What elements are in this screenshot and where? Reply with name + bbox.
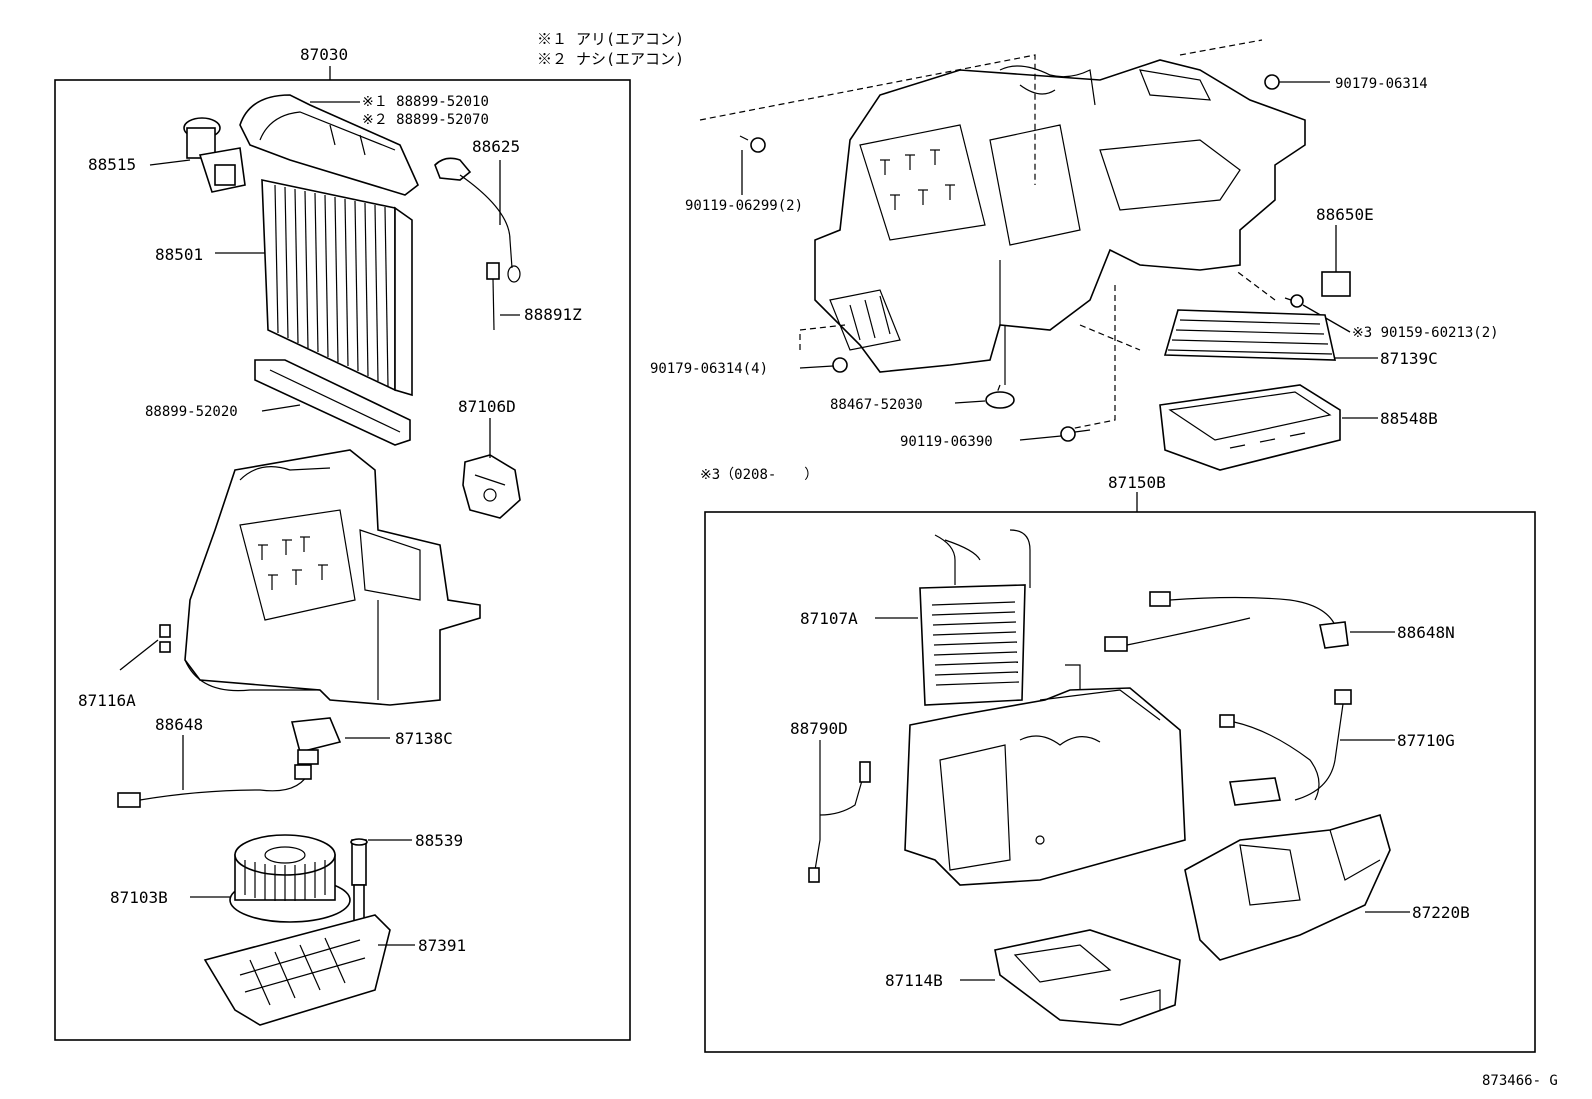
label-90119-06390: 90119-06390 xyxy=(900,434,993,450)
label-88548b: 88548B xyxy=(1380,409,1438,428)
part-88548b-filter-case xyxy=(1159,384,1341,471)
part-88648n-wire xyxy=(1104,591,1349,652)
nut-90179-06314-4 xyxy=(799,357,848,373)
label-87391: 87391 xyxy=(418,936,466,955)
part-87030-unit-case xyxy=(184,449,481,706)
figure-id: 873466- G xyxy=(1482,1073,1558,1089)
label-88899-52070: ※２ 88899-52070 xyxy=(362,112,489,128)
label-88899-52010: ※１ 88899-52010 xyxy=(362,94,489,110)
label-90179-06314: 90179-06314 xyxy=(1335,76,1428,92)
part-87710g-sensor xyxy=(1219,689,1352,806)
label-87150b: 87150B xyxy=(1108,473,1166,492)
guide-dashed-3 xyxy=(799,324,846,350)
note-2: ※２ ナシ(エアコン) xyxy=(537,50,684,68)
label-90159-60213: ※3 90159-60213(2) xyxy=(1352,325,1499,341)
left-assembly-box xyxy=(54,79,631,1041)
part-87116a-clip xyxy=(159,624,171,653)
guide-dashed-1 xyxy=(699,54,1036,185)
label-87139c: 87139C xyxy=(1380,349,1438,368)
label-87116a: 87116A xyxy=(78,691,136,710)
part-88790d-sensor xyxy=(808,740,871,883)
guide-dashed-6 xyxy=(1234,269,1276,301)
label-88515: 88515 xyxy=(88,155,136,174)
part-88648-wire xyxy=(117,764,312,808)
label-88539: 88539 xyxy=(415,831,463,850)
label-87220b: 87220B xyxy=(1412,903,1470,922)
part-hvac-main-assembly xyxy=(814,59,1306,385)
label-88899-52020: 88899-52020 xyxy=(145,404,238,420)
part-88625-sensor xyxy=(434,157,521,283)
label-88648n: 88648N xyxy=(1397,623,1455,642)
screw-90119-06299 xyxy=(739,135,766,195)
label-88467-52030: 88467-52030 xyxy=(830,397,923,413)
part-87391-lower-case xyxy=(203,914,391,1026)
part-87103b-blower xyxy=(229,834,351,923)
label-87114b: 87114B xyxy=(885,971,943,990)
guide-dashed-2 xyxy=(1179,39,1263,56)
label-88625: 88625 xyxy=(472,137,520,156)
part-87220b-duct xyxy=(1184,814,1391,961)
label-88650e: 88650E xyxy=(1316,205,1374,224)
part-88515-motor xyxy=(183,117,246,193)
bolt-90179-06314 xyxy=(1264,74,1330,90)
part-88891z-thermistor xyxy=(486,262,500,331)
label-87030: 87030 xyxy=(300,45,348,64)
part-88650e-relay xyxy=(1321,225,1351,297)
part-87150b-heater-case xyxy=(904,664,1186,886)
right-assembly-box xyxy=(704,511,1536,1053)
label-90119-06299: 90119-06299(2) xyxy=(685,198,803,214)
part-88501-evaporator xyxy=(261,179,413,397)
label-87138c: 87138C xyxy=(395,729,453,748)
label-87103b: 87103B xyxy=(110,888,168,907)
part-87107a-heater-core xyxy=(919,529,1031,706)
part-87114b-duct xyxy=(994,929,1181,1026)
part-88899-52010-duct xyxy=(239,94,419,196)
label-87710g: 87710G xyxy=(1397,731,1455,750)
label-88501: 88501 xyxy=(155,245,203,264)
note-3: ※3（0208- ） xyxy=(700,467,818,483)
label-90179-06314-4: 90179-06314(4) xyxy=(650,361,768,377)
note-1: ※１ アリ(エアコン) xyxy=(537,30,684,48)
label-88648: 88648 xyxy=(155,715,203,734)
label-87107a: 87107A xyxy=(800,609,858,628)
part-87139c-filter xyxy=(1163,309,1337,361)
label-87106d: 87106D xyxy=(458,397,516,416)
guide-dashed-4 xyxy=(1064,285,1116,431)
part-87106d-actuator xyxy=(462,454,521,519)
label-88790d: 88790D xyxy=(790,719,848,738)
guide-dashed-5 xyxy=(1079,324,1141,351)
part-88899-52020-seal xyxy=(254,359,411,446)
part-88467-52030-grommet xyxy=(954,391,1015,409)
part-87138c-resistor xyxy=(290,717,342,765)
label-88891z: 88891Z xyxy=(524,305,582,324)
screw-90119-06390 xyxy=(1019,426,1091,442)
